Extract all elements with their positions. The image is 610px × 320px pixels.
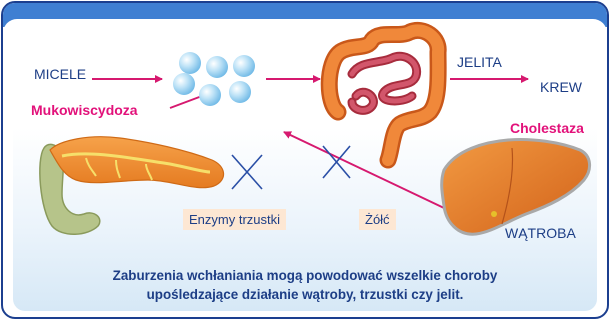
micelle-balls-icon: [173, 52, 255, 106]
liver-icon: [442, 139, 590, 234]
liver-label: WĄTROBA: [505, 225, 576, 241]
intestine-label: JELITA: [457, 54, 502, 70]
micelle-label: MICELE: [34, 66, 86, 82]
caption-line-2: upośledzające działanie wątroby, trzustk…: [20, 285, 590, 304]
blood-label: KREW: [540, 79, 582, 95]
pancreatic-enzymes-tag: Enzymy trzustki: [183, 209, 286, 230]
bile-tag: Żółć: [359, 209, 396, 230]
intestine-icon: [329, 30, 438, 160]
arrow-liver-to-intestine: [284, 132, 444, 208]
cystic-fibrosis-label: Mukowiscydoza: [31, 102, 138, 118]
blocked-enzymes-cross-icon: [232, 155, 262, 189]
caption-line-1: Zaburzenia wchłaniania mogą powodować ws…: [20, 266, 590, 285]
caption: Zaburzenia wchłaniania mogą powodować ws…: [20, 266, 590, 304]
cholestasis-label: Cholestaza: [510, 120, 584, 136]
